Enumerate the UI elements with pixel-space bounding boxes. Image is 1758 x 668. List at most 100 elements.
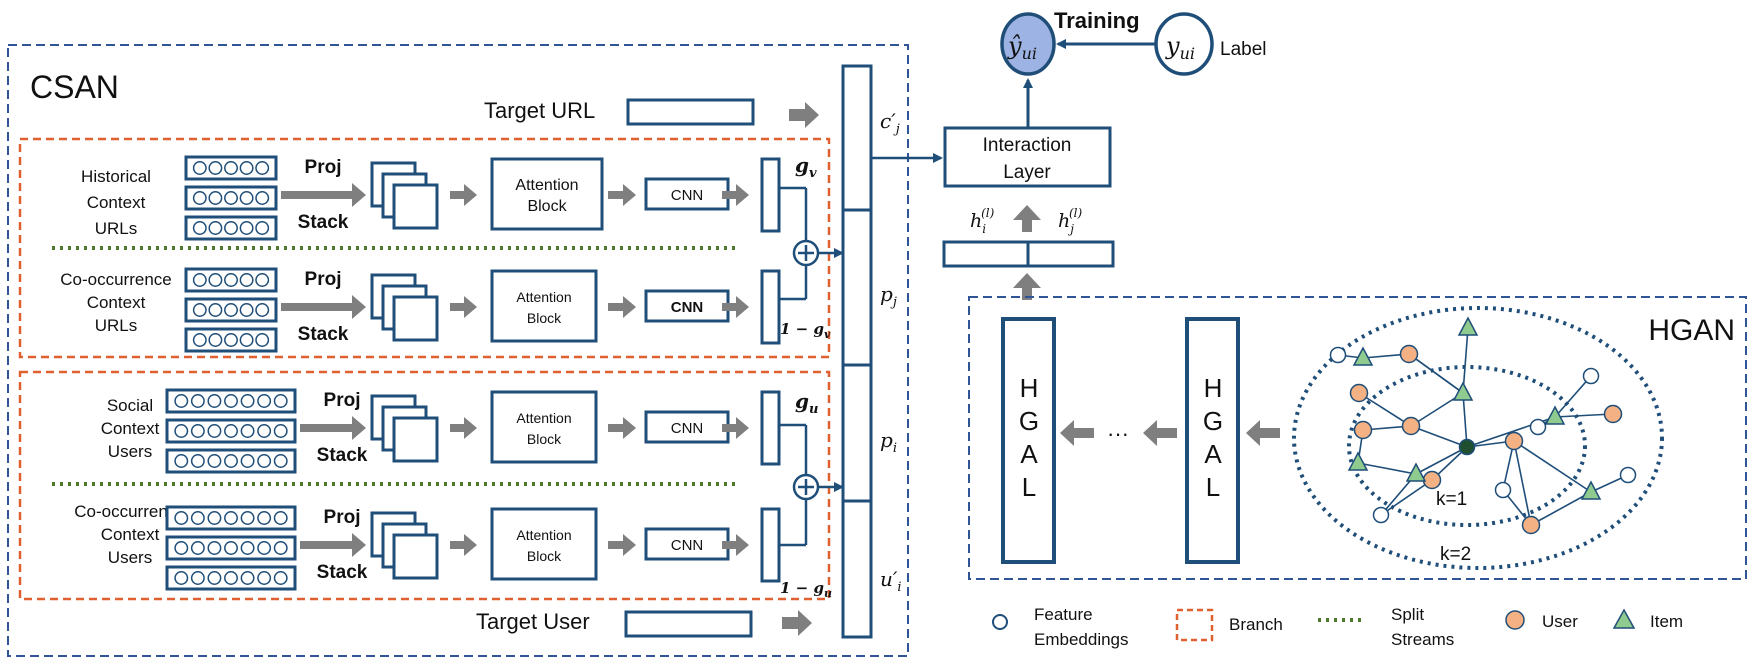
proj-label: Proj <box>305 157 342 178</box>
h-to-interaction-arrow <box>1013 205 1041 232</box>
item-node <box>1457 316 1479 336</box>
graph-edge <box>1554 375 1592 418</box>
embedding-bead-icon <box>273 511 288 525</box>
embedding-bead-icon <box>273 571 288 585</box>
csan-rows: HistoricalContextURLsProjStackAttentionB… <box>60 155 781 591</box>
embedding-bead-icon <box>174 424 189 438</box>
item-node <box>1347 451 1369 471</box>
attention-block-line2: Block <box>527 548 562 564</box>
graph-edge <box>1513 440 1592 493</box>
embedding-bead-icon <box>239 221 254 235</box>
embedding-bead-icon <box>174 571 189 585</box>
user-branch-box <box>18 370 831 601</box>
embedding-bead-icon <box>273 541 288 555</box>
item-node <box>1544 405 1566 425</box>
row-label-line: Users <box>108 548 152 567</box>
embedding-bead-icon <box>224 541 238 555</box>
concat-label-pi: pi <box>880 428 897 456</box>
stack-label: Stack <box>298 324 349 345</box>
to-attention-arrow <box>450 184 477 206</box>
label-node-text: yui <box>1165 32 1195 63</box>
embedding-bead-icon <box>240 454 255 468</box>
embedding-bead-icon <box>255 221 270 235</box>
proj-arrow <box>300 533 366 557</box>
interaction-layer-line2: Layer <box>1003 162 1051 183</box>
item-node <box>1580 480 1602 500</box>
proj-label: Proj <box>324 507 361 528</box>
attention-block-line1: Attention <box>515 177 578 194</box>
embedding-bead-icon <box>239 161 254 175</box>
graph-edge <box>1462 327 1469 394</box>
embedding-bead-icon <box>240 511 255 525</box>
user-node <box>1401 416 1421 436</box>
embedding-bead-icon <box>257 541 272 555</box>
item-node <box>1452 381 1474 401</box>
cnn-box <box>644 527 730 561</box>
attention-block-line1: Attention <box>516 289 571 305</box>
feature-map <box>392 295 439 342</box>
embedding-bead-icon <box>208 191 223 205</box>
h-i-label: hi(l) <box>970 206 995 236</box>
target-url-box <box>626 98 755 126</box>
to-gate-arrow <box>722 184 749 206</box>
concat-label-pj: pj <box>880 282 897 310</box>
row-label-line: Co-occurrence <box>74 502 186 521</box>
embedding-bead-icon <box>255 161 270 175</box>
embedding-bead-icon <box>224 394 238 408</box>
embedding-bead-icon <box>224 454 238 468</box>
embedding-bead-icon <box>239 273 254 287</box>
to-cnn-arrow <box>608 184 636 206</box>
hgal-letter: G <box>1203 406 1223 436</box>
user-node <box>1521 515 1541 535</box>
to-attention-arrow <box>450 417 477 439</box>
k2-ring <box>1292 306 1664 570</box>
embedding-bead-icon <box>207 424 222 438</box>
graph-edge <box>1357 462 1417 475</box>
embedding-bead-icon <box>224 191 238 205</box>
feature-node <box>1494 481 1512 499</box>
to-gate-arrow <box>722 417 749 439</box>
attention-block <box>490 269 598 343</box>
embedding-bead-icon <box>208 303 223 317</box>
feature-map <box>392 416 439 463</box>
target-user-arrow <box>782 610 812 636</box>
embedding-bead-icon <box>192 273 207 287</box>
row-label-line: Context <box>87 293 146 312</box>
embedding-bead-icon <box>239 303 254 317</box>
embedding-bead-icon <box>207 394 222 408</box>
target-user-label: Target User <box>476 609 590 634</box>
embedding-bead-icon <box>257 571 272 585</box>
graph-edge <box>1554 413 1614 418</box>
embedding-bead-icon <box>192 333 207 347</box>
interaction-layer-line1: Interaction <box>983 135 1072 156</box>
to-gate-arrow <box>722 534 749 556</box>
feature-node <box>1582 367 1600 385</box>
csan-row-3: SocialContextUsersProjStackAttentionBloc… <box>101 388 781 474</box>
cnn-label: CNN <box>671 187 704 204</box>
k1-ring <box>1347 365 1587 527</box>
embedding-bead-icon <box>224 511 238 525</box>
training-label: Training <box>1054 8 1140 33</box>
graph-edge <box>1408 353 1464 394</box>
user-node <box>1399 344 1419 364</box>
gate-g-u: gu <box>795 389 818 417</box>
embedding-bead-icon <box>190 511 205 525</box>
legend-feature-line1: Feature <box>1034 605 1093 624</box>
user-node <box>1504 431 1524 451</box>
item-node <box>1405 462 1427 482</box>
embedding-bead-icon <box>273 424 288 438</box>
embedding-bead-icon <box>192 303 207 317</box>
user-node <box>1422 470 1442 490</box>
hgal-letter: L <box>1022 472 1036 502</box>
user-node <box>1603 404 1623 424</box>
row-label-line: Context <box>101 525 160 544</box>
feature-node <box>1529 418 1547 436</box>
feature-map <box>392 183 439 230</box>
h-j-label: hj(l) <box>1058 206 1083 236</box>
embedding-bead-icon <box>255 333 270 347</box>
legend-user-label: User <box>1542 612 1578 631</box>
embedding-bead-icon <box>190 541 205 555</box>
cnn-box <box>644 177 730 211</box>
gate-vector <box>760 269 781 345</box>
